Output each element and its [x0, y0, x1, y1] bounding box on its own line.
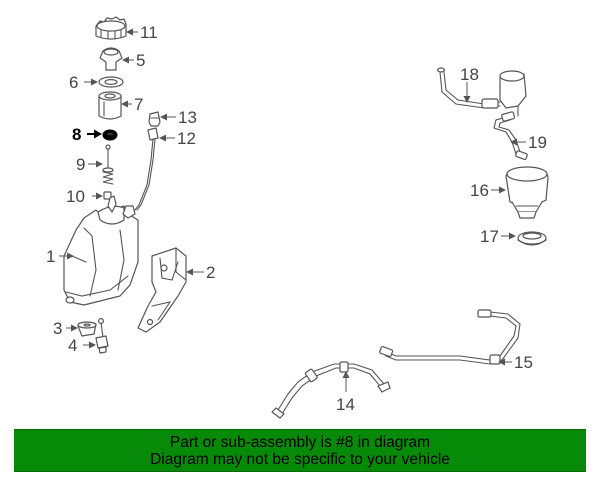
- svg-text:14: 14: [336, 395, 355, 414]
- info-banner: Part or sub-assembly is #8 in diagram Di…: [14, 429, 586, 472]
- callout-5: 5: [122, 51, 145, 70]
- part-5-insert[interactable]: [99, 47, 123, 71]
- svg-text:6: 6: [69, 73, 78, 92]
- callout-9: 9: [76, 155, 103, 174]
- svg-text:7: 7: [134, 95, 143, 114]
- part-10-clip[interactable]: [103, 191, 112, 200]
- part-2-bracket[interactable]: [137, 247, 187, 333]
- part-13-cap[interactable]: [148, 111, 161, 127]
- part-12-dipstick[interactable]: [134, 127, 159, 211]
- svg-text:11: 11: [140, 23, 158, 42]
- part-18-hose[interactable]: [436, 67, 527, 117]
- banner-line-2: Diagram may not be specific to your vehi…: [150, 450, 450, 468]
- callout-17: 17: [480, 227, 516, 246]
- svg-text:5: 5: [136, 51, 145, 70]
- svg-text:8: 8: [72, 125, 81, 144]
- svg-text:19: 19: [528, 133, 547, 152]
- callout-14: 14: [336, 371, 355, 414]
- part-19-pipe[interactable]: [493, 111, 528, 161]
- part-4-sensor[interactable]: [95, 318, 109, 354]
- callout-2: 2: [186, 263, 215, 282]
- callout-4: 4: [68, 336, 96, 355]
- part-15-line[interactable]: [379, 309, 521, 365]
- svg-text:15: 15: [514, 353, 533, 372]
- part-11-cap[interactable]: [95, 16, 127, 40]
- callout-19: 19: [510, 133, 547, 152]
- callout-13: 13: [160, 108, 197, 127]
- svg-text:1: 1: [46, 247, 55, 266]
- svg-text:17: 17: [480, 227, 499, 246]
- part-17-ring[interactable]: [517, 231, 547, 246]
- callout-3: 3: [53, 319, 78, 338]
- part-8-seal[interactable]: [102, 129, 118, 141]
- svg-text:3: 3: [53, 319, 62, 338]
- callout-15: 15: [498, 353, 533, 372]
- svg-text:16: 16: [470, 181, 489, 200]
- part-14-hose[interactable]: [271, 361, 391, 419]
- part-3-grommet[interactable]: [77, 321, 97, 337]
- callout-16: 16: [470, 181, 506, 200]
- svg-text:12: 12: [177, 129, 196, 148]
- part-6-gasket[interactable]: [98, 76, 124, 88]
- callout-12: 12: [159, 129, 196, 148]
- svg-text:13: 13: [178, 108, 197, 127]
- part-7-filter[interactable]: [98, 91, 122, 120]
- callout-7: 7: [121, 95, 143, 114]
- svg-text:2: 2: [206, 263, 215, 282]
- banner-line-1: Part or sub-assembly is #8 in diagram: [169, 433, 431, 451]
- callout-8: 8: [72, 125, 102, 144]
- callout-6: 6: [69, 73, 98, 92]
- part-1-reservoir[interactable]: [63, 195, 139, 306]
- svg-text:9: 9: [76, 155, 85, 174]
- svg-text:10: 10: [66, 187, 85, 206]
- callout-1: 1: [46, 247, 74, 266]
- callout-10: 10: [66, 187, 103, 206]
- part-16-accumulator[interactable]: [505, 166, 549, 219]
- part-9-spring[interactable]: [102, 144, 114, 185]
- svg-text:18: 18: [460, 65, 479, 84]
- svg-text:4: 4: [68, 336, 77, 355]
- callout-11: 11: [126, 23, 158, 42]
- callout-18: 18: [460, 65, 479, 103]
